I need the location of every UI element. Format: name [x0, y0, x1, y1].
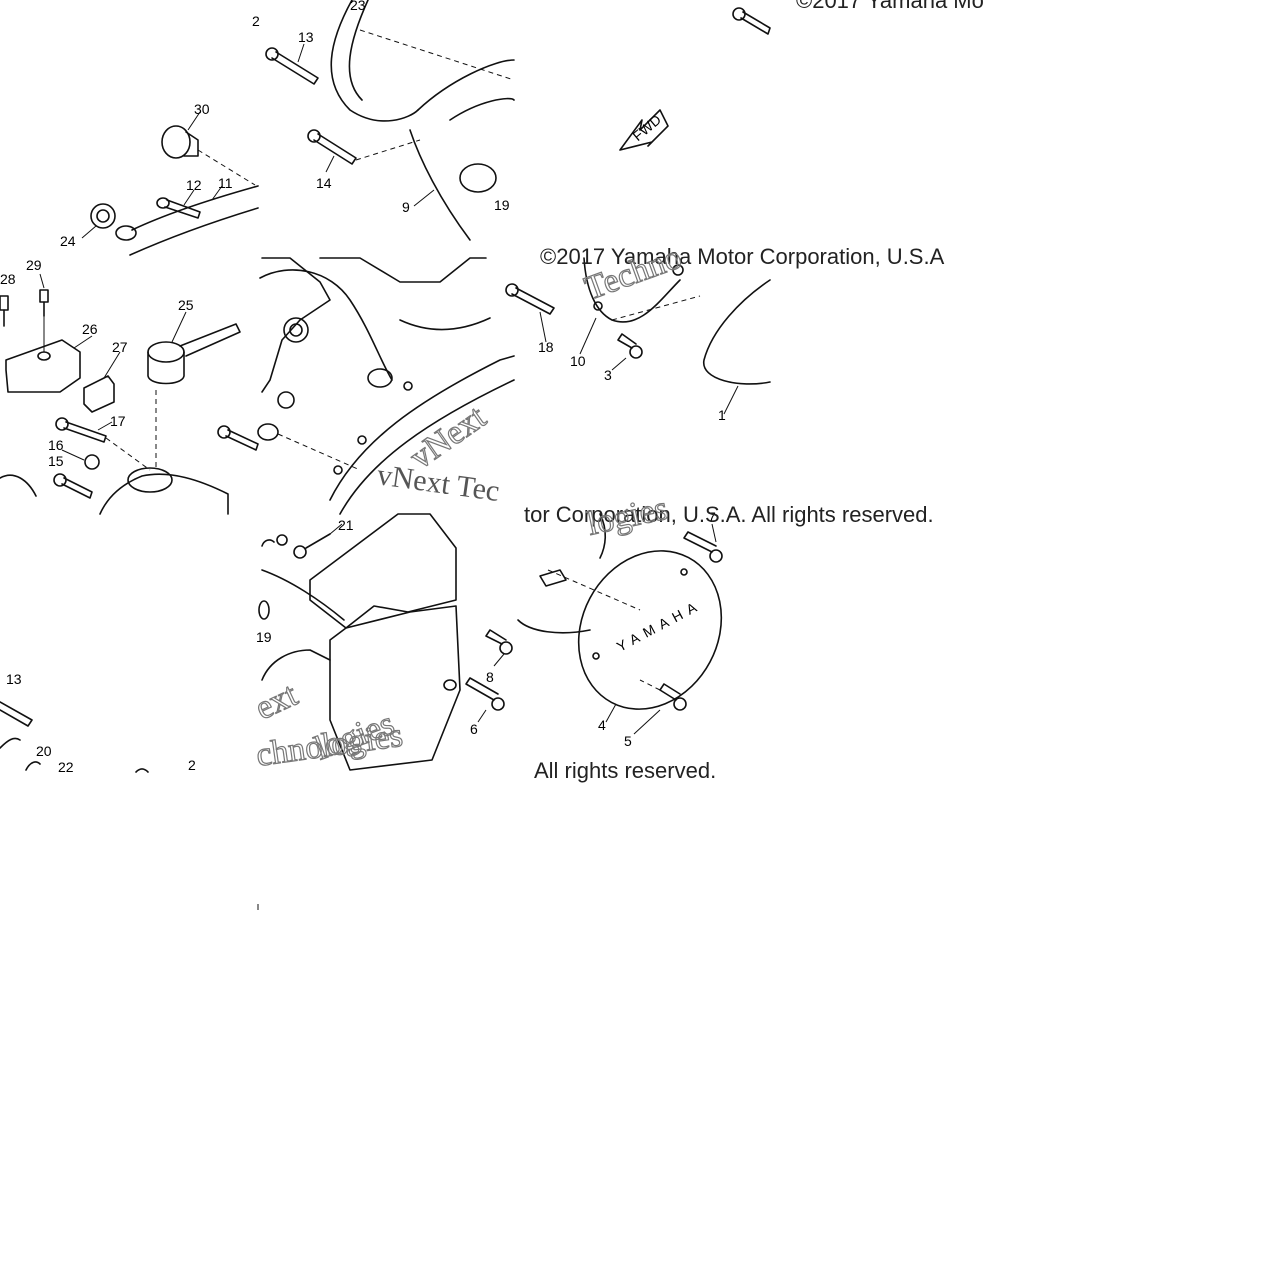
callout-5: 5 — [624, 733, 632, 749]
callout-7: 7 — [708, 509, 716, 525]
bracket-26 — [5, 339, 81, 393]
callout-20: 20 — [36, 743, 52, 759]
leader-lines — [39, 43, 739, 735]
callout-3: 3 — [604, 367, 612, 383]
bolt-29 — [39, 289, 49, 352]
grommet-25 — [147, 323, 241, 470]
callout-19-bottom: 19 — [256, 629, 272, 645]
case-rim — [517, 619, 591, 634]
callout-9: 9 — [402, 199, 410, 215]
callout-23: 23 — [350, 0, 366, 13]
bolt-top-right — [732, 7, 771, 35]
bolt-12 — [156, 197, 201, 219]
cover-brand-lettering: YAMAHA — [614, 596, 705, 654]
bolt-7 — [683, 531, 723, 563]
bolt-21 — [276, 533, 331, 559]
bolt-6 — [465, 677, 505, 711]
callout-28: 28 — [0, 271, 16, 287]
bolt-18 — [505, 283, 555, 315]
copyright-watermark-mid: ©2017 Yamaha Motor Corporation, U.S.A — [540, 244, 945, 269]
bolt-center — [217, 425, 259, 451]
case-outline-9 — [417, 59, 515, 111]
callout-16: 16 — [48, 437, 64, 453]
callout-26: 26 — [82, 321, 98, 337]
callout-18: 18 — [538, 339, 554, 355]
bolt-8 — [485, 629, 513, 655]
callout-17: 17 — [110, 413, 126, 429]
callout-24: 24 — [60, 233, 76, 249]
callout-22: 22 — [58, 759, 74, 775]
rights-watermark-bottom: All rights reserved. — [534, 758, 716, 783]
callout-29: 29 — [26, 257, 42, 273]
bolt-13-bottom — [0, 701, 33, 727]
callout-27: 27 — [112, 339, 128, 355]
callout-21: 21 — [338, 517, 354, 533]
bolt-13-top — [265, 47, 319, 85]
bolt-3 — [617, 333, 643, 359]
bolt-14 — [307, 129, 357, 165]
callout-4: 4 — [598, 717, 606, 733]
callout-2-bottom: 2 — [188, 757, 196, 773]
callout-10: 10 — [570, 353, 586, 369]
plug-24 — [90, 203, 137, 241]
callout-numbers: 30 12 11 24 2 13 23 14 9 19 28 29 26 27 … — [0, 0, 726, 775]
vnext-watermark-outline-6: logies — [584, 490, 671, 543]
cover-23 — [330, 0, 419, 122]
cover-1 — [703, 279, 771, 385]
clamp-27 — [83, 375, 115, 413]
callout-25: 25 — [178, 297, 194, 313]
copyright-watermark-lower: tor Corporation, U.S.A. All rights reser… — [524, 502, 934, 527]
vnext-watermark-outline-1: vNext — [403, 398, 493, 476]
callout-6: 6 — [470, 721, 478, 737]
fwd-arrow — [619, 109, 669, 151]
callout-19-top: 19 — [494, 197, 510, 213]
copyright-watermark-top: ©2017 Yamaha Mo — [796, 0, 984, 13]
callout-13-bottom: 13 — [6, 671, 22, 687]
crankcase-cover-22 — [258, 513, 461, 771]
bolt-17 — [55, 417, 107, 443]
callout-11: 11 — [218, 175, 233, 191]
fwd-label: FWD — [629, 111, 664, 144]
cover-edge-11 — [131, 185, 259, 231]
screw-5 — [659, 683, 687, 711]
callout-30: 30 — [194, 101, 210, 117]
callout-1: 1 — [718, 407, 726, 423]
bolt-15 — [53, 473, 93, 499]
knob-30 — [161, 125, 256, 186]
bolt-28 — [0, 295, 9, 327]
callout-2: 2 — [252, 13, 260, 29]
callout-8: 8 — [486, 669, 494, 685]
callout-13: 13 — [298, 29, 314, 45]
housing-top — [99, 473, 229, 515]
point-cover-4 — [577, 550, 723, 710]
crankcase-5 — [257, 257, 515, 515]
nut-16 — [84, 454, 100, 470]
vnext-watermark-outline-5: ext — [250, 676, 304, 727]
callout-12: 12 — [186, 177, 202, 193]
callout-15: 15 — [48, 453, 64, 469]
callout-14: 14 — [316, 175, 332, 191]
